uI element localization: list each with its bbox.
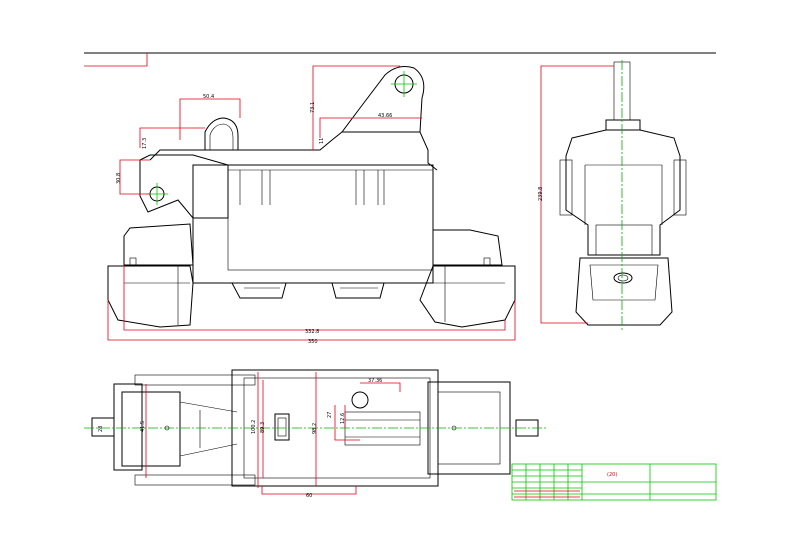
right-hook [341,66,425,133]
top-window [274,413,290,441]
front-foot-right [331,282,385,299]
dim-hook-height: 73.1 [310,102,316,113]
drawing-frame [84,52,716,67]
front-foot-left [231,282,287,299]
dim-top-width: 50.4 [203,94,214,100]
side-lower [575,257,673,326]
left-arm [139,154,229,219]
top-hole [351,391,369,409]
dim-top-left-stub: 28 [98,426,104,432]
dim-top-mid-a: 100.2 [251,420,257,434]
dim-top-height: 17.3 [142,138,148,149]
front-left-wing [123,223,194,266]
top-view: 28 41.5 100.2 89.3 98.2 37.36 27 12.6 60 [84,369,548,499]
dim-small-offset: 11 [319,138,325,144]
title-block-mark: (20) [607,472,617,478]
dim-side-height: 239.8 [538,187,544,201]
side-body [565,129,681,256]
dim-top-slot-off: 12.6 [340,413,346,424]
front-dimensions: 50.4 17.3 30.8 73.1 43.66 11 332.8 350 [107,65,516,345]
top-slot [344,411,421,446]
title-block: (20) [511,463,717,501]
left-lug [204,117,239,150]
front-body [192,164,434,284]
dim-overall-inner: 332.8 [305,329,319,335]
dim-top-left-height: 41.5 [140,421,146,432]
dim-top-slot-h: 27 [327,412,333,418]
top-dimensions: 28 41.5 100.2 89.3 98.2 37.36 27 12.6 60 [98,372,401,499]
dim-top-mid-b: 89.3 [260,422,266,433]
dim-left-height: 30.8 [116,173,122,184]
side-view: 239.8 [538,60,687,330]
front-view: 50.4 17.3 30.8 73.1 43.66 11 332.8 350 [107,65,516,345]
dim-overall: 350 [308,339,318,345]
dim-top-mid-c: 98.2 [312,423,318,434]
dim-right-width: 43.66 [378,113,392,119]
side-lens [613,272,633,284]
dim-top-bottom-w: 60 [306,493,312,499]
dim-top-slot-w: 37.36 [368,378,382,384]
front-right-wing [432,229,503,266]
